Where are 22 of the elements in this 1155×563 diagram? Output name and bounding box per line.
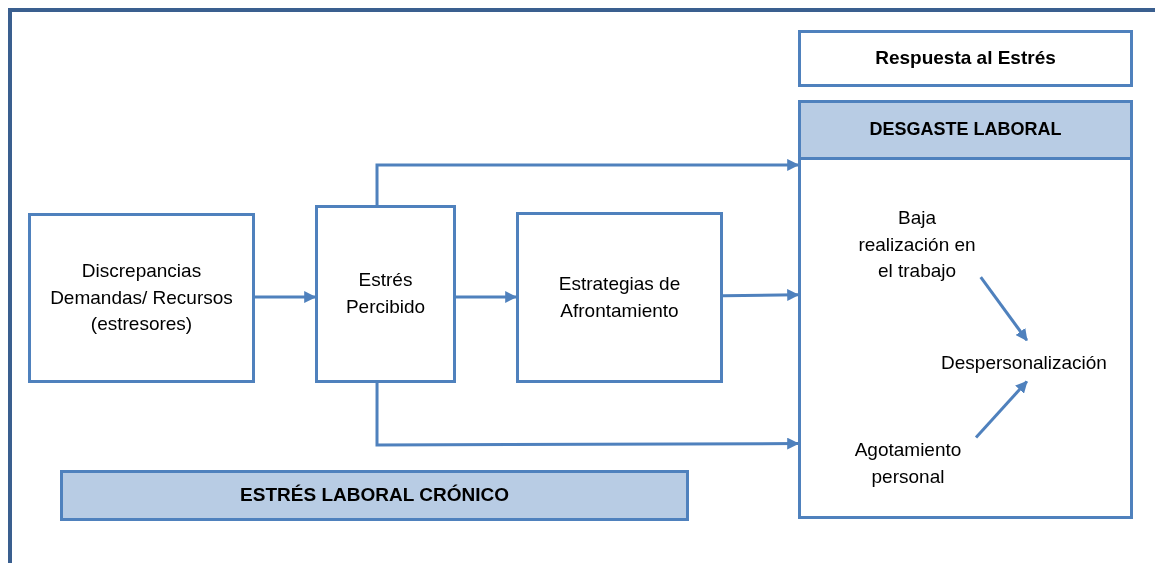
process-box xyxy=(28,213,255,383)
text-label: Baja realización en el trabajo xyxy=(846,201,988,289)
arrow xyxy=(456,291,518,303)
arrow xyxy=(979,276,1029,342)
box-text: Respuesta al Estrés xyxy=(875,46,1056,71)
box-text: ESTRÉS LABORAL CRÓNICO xyxy=(240,483,509,508)
arrow xyxy=(375,158,800,205)
arrow xyxy=(974,380,1028,439)
banner-box xyxy=(60,470,689,521)
panel-box xyxy=(798,100,1133,519)
text-label: Agotamiento personal xyxy=(841,433,975,495)
box-text: Estrategias de Afrontamiento xyxy=(557,271,682,323)
panel-header: DESGASTE LABORAL xyxy=(801,103,1130,160)
title-box xyxy=(798,30,1133,87)
box-text: Discrepancias Demandas/ Recursos (estresores) xyxy=(49,259,234,337)
arrow xyxy=(722,288,800,301)
arrow xyxy=(255,291,317,303)
box-text: Estrés Percibido xyxy=(344,268,427,319)
process-box xyxy=(516,212,723,383)
arrow xyxy=(375,383,800,450)
text-label: Despersonalización xyxy=(927,345,1121,381)
process-box xyxy=(315,205,456,383)
